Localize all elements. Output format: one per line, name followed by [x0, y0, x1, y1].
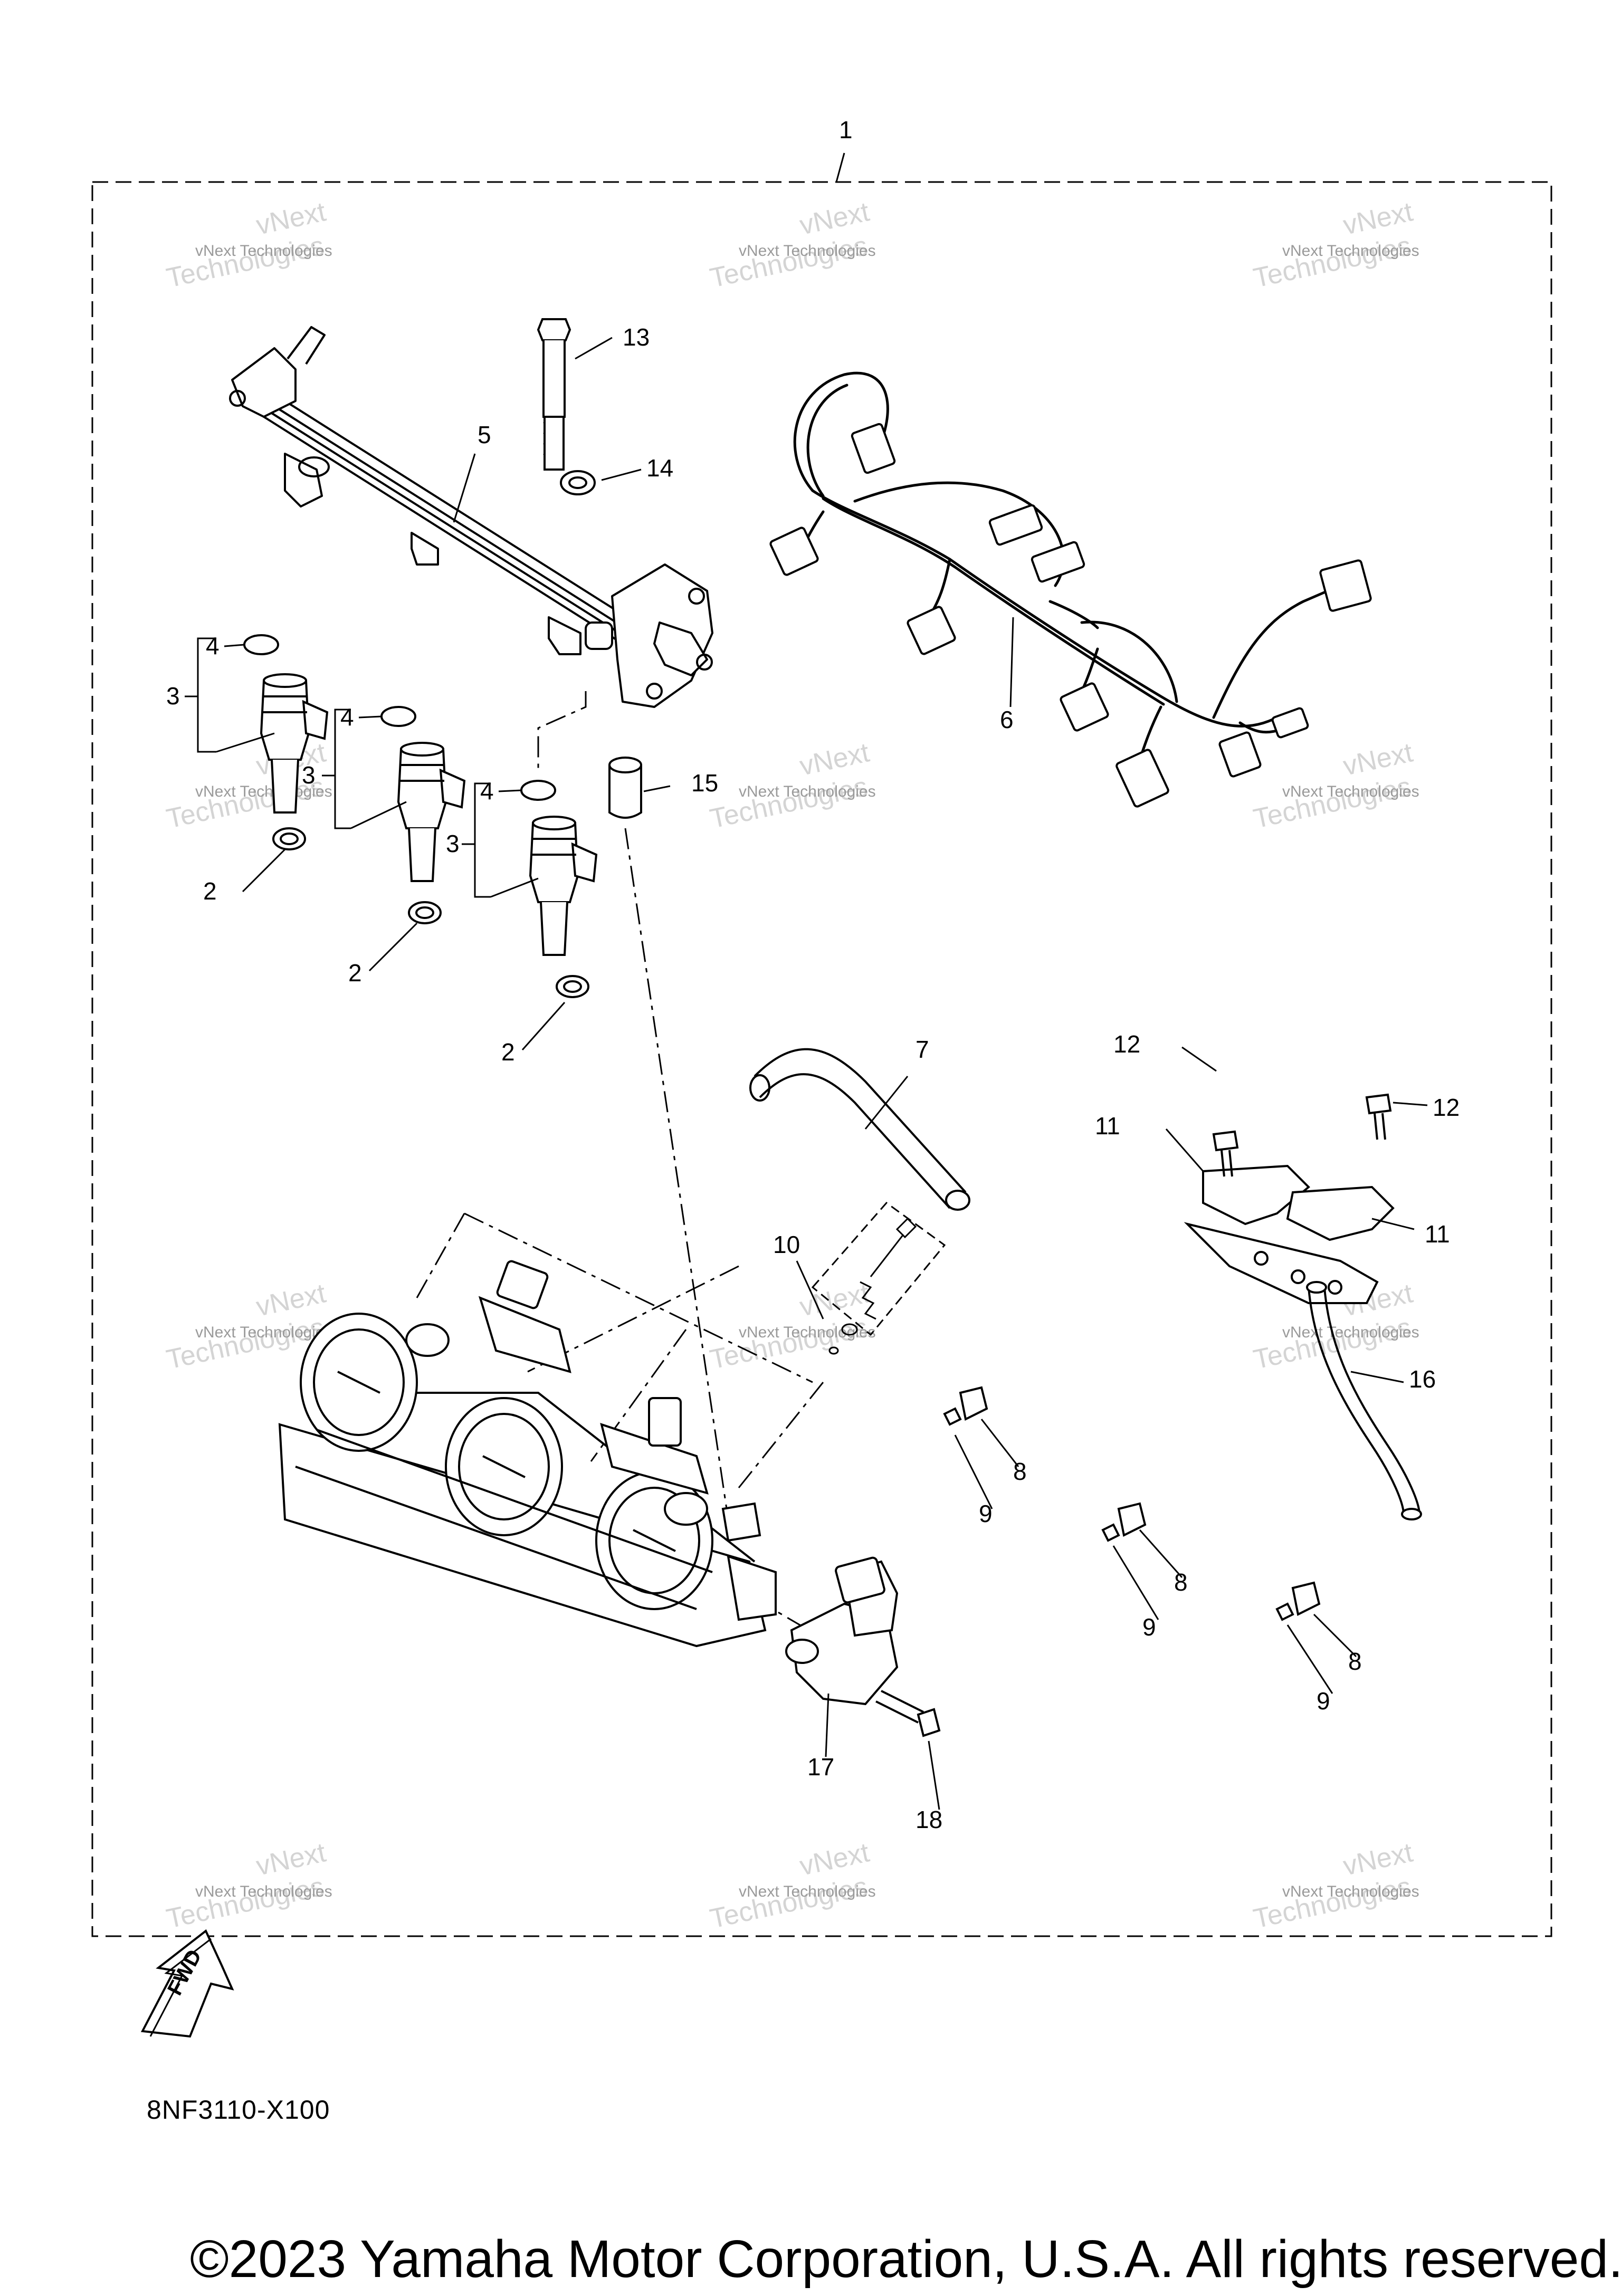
svg-text:vNext Technologies: vNext Technologies: [195, 1883, 332, 1900]
callout-10: 10: [773, 1231, 800, 1258]
callout-2c: 2: [501, 1038, 515, 1066]
callout-3a: 3: [166, 682, 180, 710]
callout-4b: 4: [340, 703, 354, 731]
callout-5: 5: [478, 421, 491, 448]
svg-text:vNext Technologies: vNext Technologies: [195, 783, 332, 800]
svg-text:Technologies: Technologies: [1251, 1312, 1414, 1375]
svg-text:Technologies: Technologies: [1251, 1871, 1414, 1935]
svg-text:Technologies: Technologies: [707, 231, 870, 294]
bracket-drawing: [1184, 1093, 1422, 1520]
callout-15: 15: [691, 769, 718, 797]
svg-text:Technologies: Technologies: [1251, 771, 1414, 835]
callout-18: 18: [916, 1806, 942, 1833]
callout-17: 17: [807, 1753, 834, 1781]
callout-3c: 3: [446, 830, 460, 857]
svg-text:vNext Technologies: vNext Technologies: [1282, 242, 1419, 260]
throttle-body-drawing: [278, 1260, 777, 1648]
callout-2b: 2: [348, 959, 362, 987]
svg-text:vNext Technologies: vNext Technologies: [1282, 1883, 1419, 1900]
callout-11a: 11: [1095, 1112, 1120, 1140]
assembly-boundary: [91, 181, 1552, 1937]
callout-4c: 4: [480, 777, 494, 805]
callout-3b: 3: [302, 761, 316, 789]
document-code: 8NF3110-X100: [147, 2095, 330, 2125]
caps-clips-drawing: [943, 1386, 1321, 1621]
callout-13: 13: [623, 323, 650, 351]
callout-8c: 8: [1348, 1648, 1362, 1675]
svg-text:Technologies: Technologies: [1251, 231, 1414, 294]
callout-7: 7: [916, 1036, 929, 1063]
callout-11b: 11: [1425, 1220, 1450, 1248]
leader-lines: [224, 337, 1428, 1810]
callout-9b: 9: [1142, 1613, 1156, 1641]
delivery-pipe-drawing: [229, 326, 713, 708]
svg-text:Technologies: Technologies: [707, 1871, 870, 1935]
callout-4a: 4: [206, 632, 220, 659]
callout-8b: 8: [1174, 1568, 1188, 1596]
callout-9c: 9: [1317, 1687, 1330, 1715]
callout-2a: 2: [203, 877, 217, 905]
sensor-drawing: [785, 1556, 941, 1737]
injector-brackets: [185, 637, 539, 898]
svg-text:Technologies: Technologies: [164, 1871, 327, 1935]
harness-connectors: [769, 423, 1372, 808]
svg-text:Technologies: Technologies: [164, 231, 327, 294]
callout-6: 6: [1000, 706, 1014, 733]
injectors-drawing: [243, 634, 598, 998]
svg-text:vNext Technologies: vNext Technologies: [739, 783, 876, 800]
callout-12a: 12: [1113, 1030, 1140, 1058]
pipe-hardware-drawing: [537, 318, 642, 819]
svg-text:vNext Technologies: vNext Technologies: [739, 1883, 876, 1900]
svg-text:vNext Technologies: vNext Technologies: [739, 242, 876, 260]
svg-text:vNext Technologies: vNext Technologies: [1282, 1324, 1419, 1341]
svg-text:vNext Technologies: vNext Technologies: [739, 1324, 876, 1341]
callout-8a: 8: [1013, 1458, 1027, 1485]
svg-text:Technologies: Technologies: [707, 771, 870, 835]
callout-1: 1: [839, 116, 853, 144]
copyright-notice: ©2023 Yamaha Motor Corporation, U.S.A. A…: [190, 2230, 1621, 2289]
callout-16: 16: [1409, 1365, 1436, 1393]
fwd-arrow-icon: FWD: [140, 1929, 234, 2038]
callout-labels: 1 13 14 5 15 6 4 3 4 3 4 3 2 2 2 7 10 12…: [166, 116, 1460, 1833]
callout-9a: 9: [979, 1500, 993, 1527]
leader-1: [835, 152, 845, 183]
svg-text:vNext Technologies: vNext Technologies: [195, 242, 332, 260]
svg-text:vNext Technologies: vNext Technologies: [195, 1324, 332, 1341]
callout-14: 14: [646, 454, 673, 482]
hose-7-drawing: [749, 1048, 970, 1211]
callout-12b: 12: [1433, 1094, 1460, 1121]
screw-set-drawing: [811, 1201, 946, 1355]
svg-text:vNext Technologies: vNext Technologies: [1282, 783, 1419, 800]
